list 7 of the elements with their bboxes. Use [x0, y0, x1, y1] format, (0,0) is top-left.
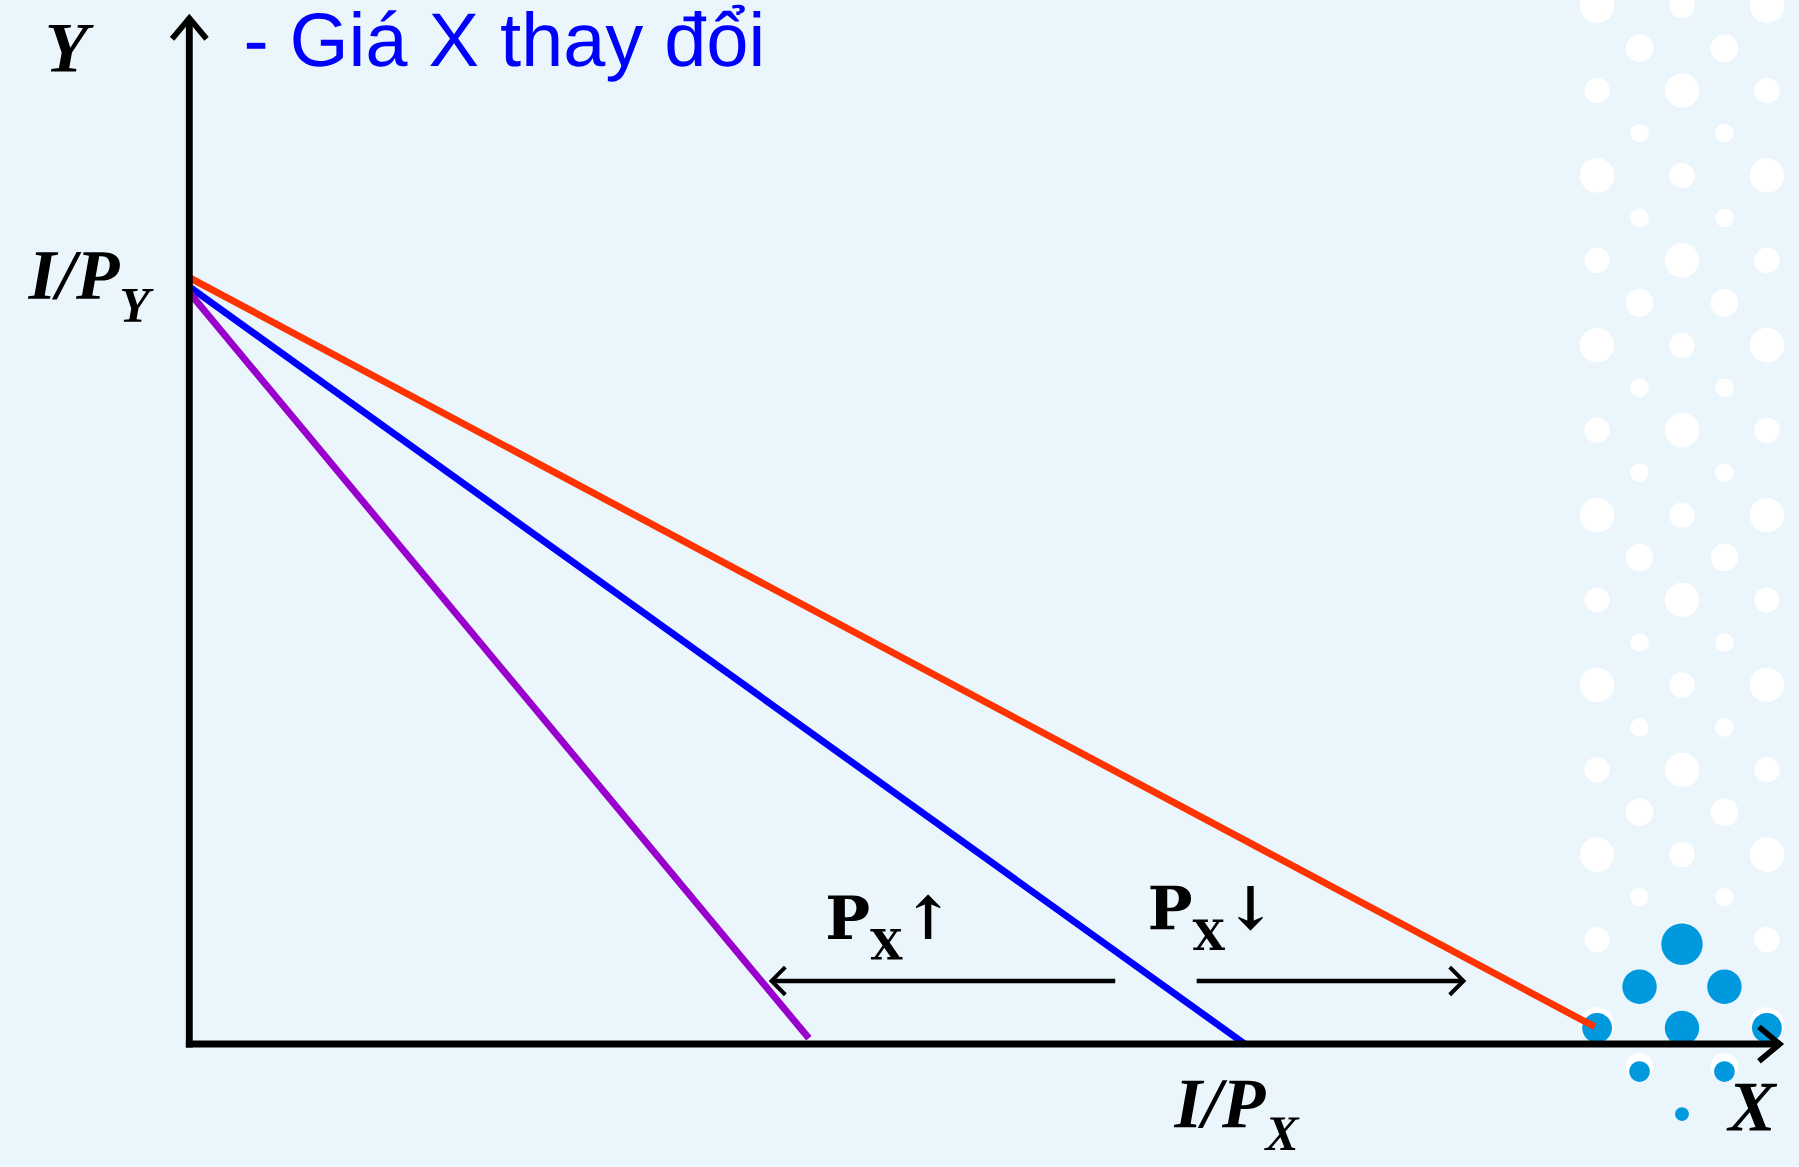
price-change-label: P$_{X}$↑ — [828, 894, 941, 960]
intercept-label: I/P$_{Y}$ — [27, 252, 154, 322]
price-change-label: P$_{X}$↓ — [1150, 885, 1263, 950]
axis-label: Y — [48, 25, 94, 72]
title: - Giá X thay đổi — [246, 4, 761, 82]
intercept-label: I/P$_{X}$ — [1173, 1080, 1300, 1151]
axis-label: X — [1726, 1083, 1778, 1131]
